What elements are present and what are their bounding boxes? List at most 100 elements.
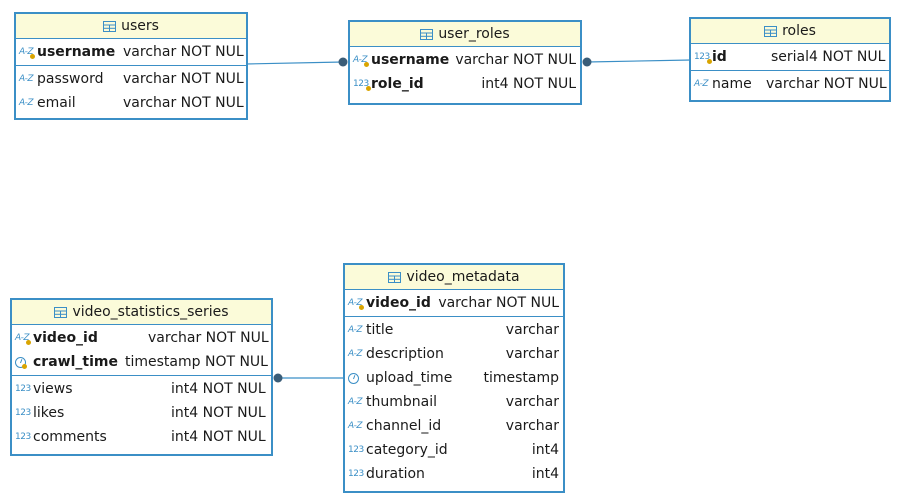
column-type: varchar NOT NUL	[766, 76, 887, 92]
column-type: varchar NOT NUL	[148, 330, 269, 346]
table-header[interactable]: video_statistics_series	[12, 300, 271, 325]
text-column-icon: A-Z	[694, 79, 709, 89]
column-row[interactable]: A-Z title varchar	[345, 318, 563, 342]
column-name: upload_time	[366, 370, 453, 386]
column-type: int4 NOT NUL	[481, 76, 576, 92]
text-column-icon: A-Z	[19, 98, 34, 108]
link-end-dot	[273, 373, 283, 383]
column-name: views	[33, 381, 73, 397]
column-type: int4	[531, 442, 559, 458]
column-type: timestamp NOT NUL	[125, 354, 268, 370]
text-column-icon: A-Z	[353, 55, 370, 67]
column-row[interactable]: A-Z username varchar NOT NUL	[350, 48, 580, 72]
table-user-roles[interactable]: user_roles A-Z username varchar NOT NUL …	[348, 20, 582, 105]
time-column-icon	[348, 372, 359, 384]
text-column-icon: A-Z	[19, 47, 36, 59]
column-row[interactable]: A-Z name varchar NOT NUL	[691, 72, 889, 96]
table-roles[interactable]: roles 123 id serial4 NOT NUL A-Z name va…	[689, 17, 891, 102]
column-type: timestamp	[483, 370, 559, 386]
column-name: video_id	[33, 330, 98, 346]
key-section: 123 id serial4 NOT NUL	[691, 44, 889, 70]
column-name: comments	[33, 429, 107, 445]
number-column-icon: 123	[15, 432, 31, 442]
columns-section: A-Z password varchar NOT NUL A-Z email v…	[16, 65, 246, 116]
column-row[interactable]: A-Z username varchar NOT NUL	[16, 40, 246, 64]
key-section: A-Z video_id varchar NOT NUL	[345, 290, 563, 316]
table-icon	[764, 25, 778, 37]
table-icon	[54, 306, 68, 318]
columns-section: 123 views int4 NOT NUL 123 likes int4 NO…	[12, 375, 271, 450]
table-users[interactable]: users A-Z username varchar NOT NUL A-Z p…	[14, 12, 248, 120]
column-row[interactable]: upload_time timestamp	[345, 366, 563, 390]
table-name: users	[121, 18, 159, 34]
column-name: username	[37, 44, 116, 60]
column-type: int4 NOT NUL	[171, 429, 266, 445]
table-header[interactable]: video_metadata	[345, 265, 563, 290]
table-header[interactable]: user_roles	[350, 22, 580, 47]
key-section: A-Z username varchar NOT NUL 123 role_id…	[350, 47, 580, 97]
column-type: varchar NOT NUL	[455, 52, 576, 68]
number-column-icon: 123	[15, 384, 31, 394]
columns-section: A-Z title varchar A-Z description varcha…	[345, 316, 563, 487]
column-type: varchar	[505, 346, 559, 362]
column-type: varchar	[505, 394, 559, 410]
number-column-icon: 123	[694, 52, 712, 64]
table-name: roles	[782, 23, 816, 39]
table-header[interactable]: roles	[691, 19, 889, 44]
column-name: thumbnail	[366, 394, 437, 410]
text-column-icon: A-Z	[348, 325, 363, 335]
column-row[interactable]: crawl_time timestamp NOT NUL	[12, 350, 271, 374]
key-section: A-Z username varchar NOT NUL	[16, 39, 246, 65]
table-video-statistics-series[interactable]: video_statistics_series A-Z video_id var…	[10, 298, 273, 456]
text-column-icon: A-Z	[19, 74, 34, 84]
column-name: likes	[33, 405, 65, 421]
table-icon	[388, 271, 402, 283]
table-icon	[420, 28, 434, 40]
table-video-metadata[interactable]: video_metadata A-Z video_id varchar NOT …	[343, 263, 565, 493]
column-row[interactable]: 123 role_id int4 NOT NUL	[350, 72, 580, 96]
columns-section: A-Z name varchar NOT NUL	[691, 70, 889, 97]
table-name: user_roles	[438, 26, 510, 42]
column-row[interactable]: A-Z email varchar NOT NUL	[16, 91, 246, 115]
column-type: int4	[531, 466, 559, 482]
column-row[interactable]: 123 comments int4 NOT NUL	[12, 425, 271, 449]
column-type: varchar	[505, 418, 559, 434]
column-row[interactable]: 123 likes int4 NOT NUL	[12, 401, 271, 425]
column-row[interactable]: A-Z video_id varchar NOT NUL	[345, 291, 563, 315]
text-column-icon: A-Z	[348, 349, 363, 359]
column-name: description	[366, 346, 444, 362]
column-row[interactable]: A-Z password varchar NOT NUL	[16, 67, 246, 91]
column-name: email	[37, 95, 76, 111]
column-row[interactable]: A-Z channel_id varchar	[345, 414, 563, 438]
link-end-dot	[338, 57, 348, 67]
column-name: title	[366, 322, 394, 338]
column-type: varchar	[505, 322, 559, 338]
column-type: varchar NOT NUL	[123, 44, 244, 60]
column-name: category_id	[366, 442, 448, 458]
link-end-dot	[582, 57, 592, 67]
table-header[interactable]: users	[16, 14, 246, 39]
column-name: video_id	[366, 295, 431, 311]
number-column-icon: 123	[348, 445, 364, 455]
link-roles-user-roles	[586, 59, 692, 63]
column-row[interactable]: A-Z description varchar	[345, 342, 563, 366]
number-column-icon: 123	[15, 408, 31, 418]
column-type: varchar NOT NUL	[123, 71, 244, 87]
time-column-icon	[15, 356, 27, 369]
column-type: serial4 NOT NUL	[771, 49, 886, 65]
column-name: crawl_time	[33, 354, 118, 370]
column-row[interactable]: 123 views int4 NOT NUL	[12, 377, 271, 401]
column-row[interactable]: 123 id serial4 NOT NUL	[691, 45, 889, 69]
column-row[interactable]: 123 duration int4	[345, 462, 563, 486]
number-column-icon: 123	[353, 79, 371, 91]
column-name: username	[371, 52, 450, 68]
column-row[interactable]: A-Z video_id varchar NOT NUL	[12, 326, 271, 350]
table-name: video_statistics_series	[72, 304, 229, 320]
column-type: varchar NOT NUL	[123, 95, 244, 111]
column-row[interactable]: 123 category_id int4	[345, 438, 563, 462]
table-icon	[103, 20, 117, 32]
table-name: video_metadata	[406, 269, 520, 285]
column-name: name	[712, 76, 752, 92]
column-row[interactable]: A-Z thumbnail varchar	[345, 390, 563, 414]
number-column-icon: 123	[348, 469, 364, 479]
